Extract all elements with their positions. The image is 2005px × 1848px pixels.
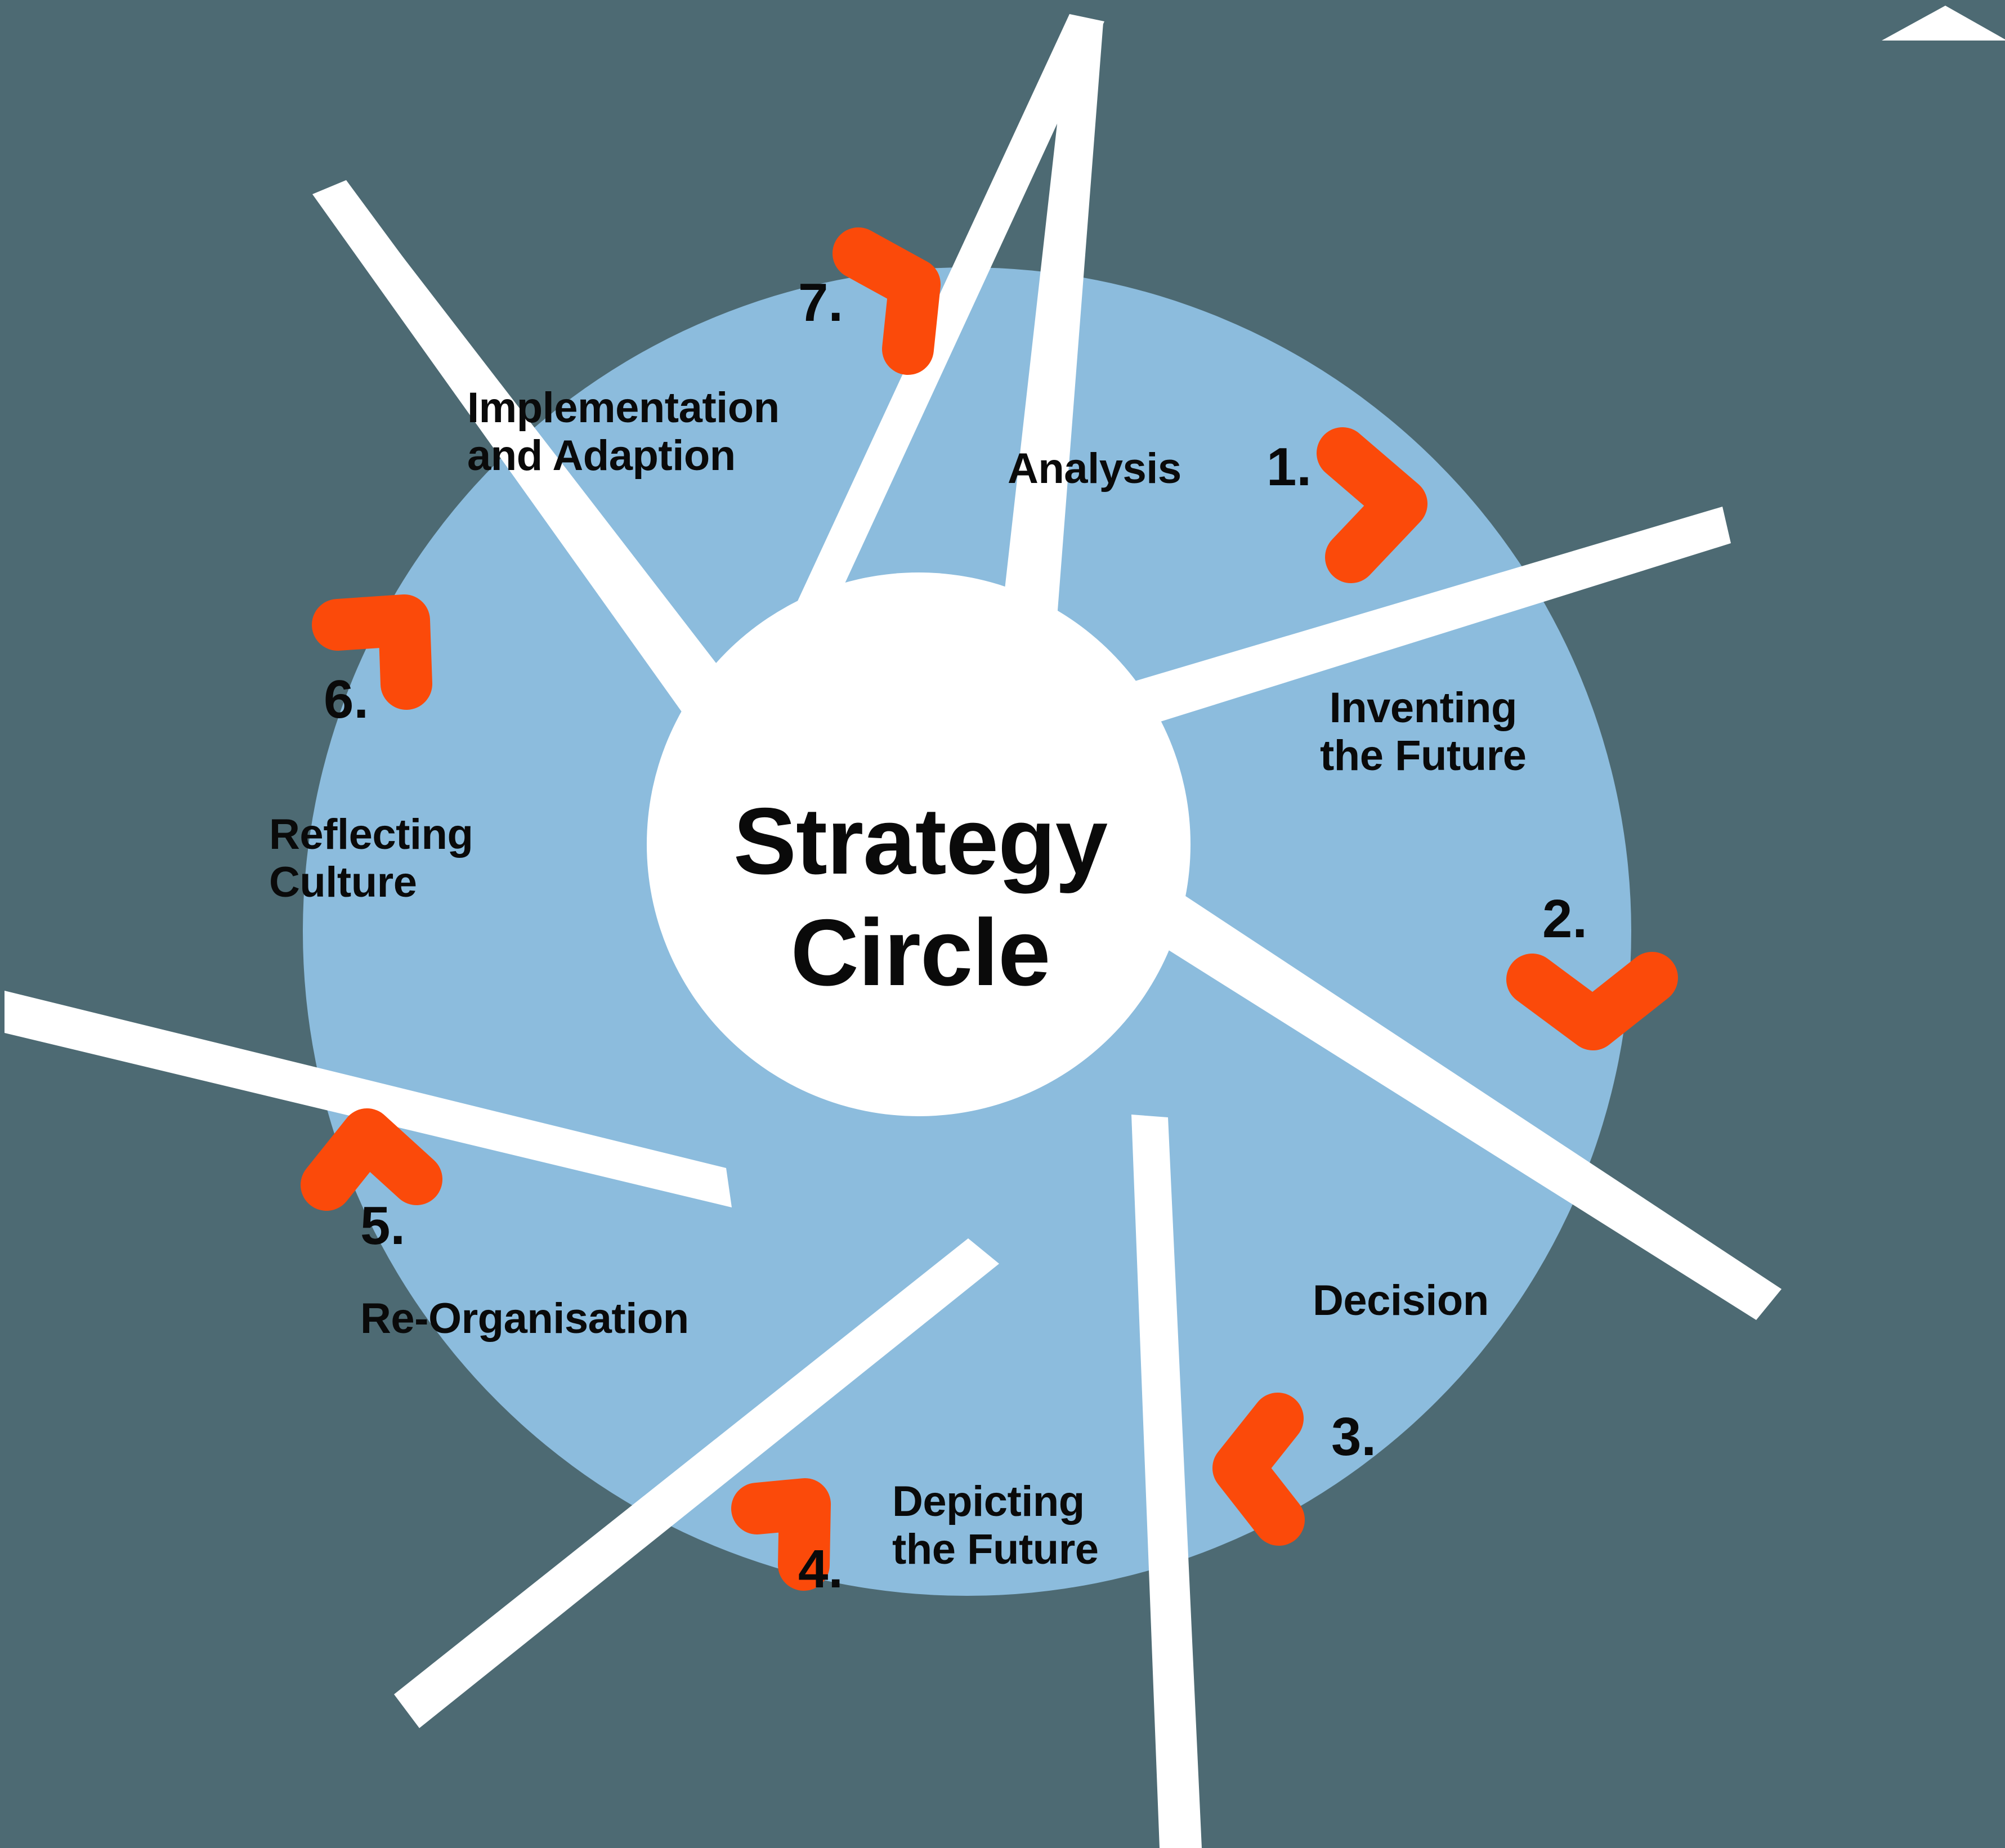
chevron-down-icon xyxy=(1506,952,1678,1050)
blade-4 xyxy=(1131,1115,1202,1848)
chevron-up-icon xyxy=(301,1108,442,1211)
step-label-re-organisation: Re-Organisation xyxy=(360,1295,689,1343)
blade-6 xyxy=(5,991,732,1207)
step-number-5: 5. xyxy=(360,1196,406,1256)
blade-8 xyxy=(768,14,1104,670)
step-label-analysis: Analysis xyxy=(1008,445,1181,493)
chevron-up-left-icon xyxy=(731,1478,831,1591)
blade-9 xyxy=(315,181,743,712)
step-number-6: 6. xyxy=(324,669,369,730)
blade-5 xyxy=(394,1238,999,1728)
center-title: Strategy xyxy=(733,788,1108,894)
blade-3 xyxy=(1126,870,1782,1320)
step-number-3: 3. xyxy=(1331,1407,1377,1467)
step-label-reflecting-culture: Reflecting Culture xyxy=(269,811,473,907)
step-number-2: 2. xyxy=(1542,889,1588,949)
chevron-right-icon xyxy=(1317,427,1427,583)
blade-1 xyxy=(996,14,1103,675)
step-label-inventing-the-future: Inventing the Future xyxy=(1320,684,1527,780)
step-label-depicting-the-future: Depicting the Future xyxy=(892,1478,1099,1574)
step-label-decision: Decision xyxy=(1313,1277,1489,1325)
step-number-7: 7. xyxy=(798,272,844,333)
center-hub-circle xyxy=(647,572,1191,1116)
step-number-1: 1. xyxy=(1266,437,1312,497)
blade-2 xyxy=(1078,507,1731,743)
top-right-triangle-icon xyxy=(1882,6,2005,41)
step-label-implementation-and-adaption: Implementation and Adaption xyxy=(467,384,780,480)
chevron-down-right-icon xyxy=(312,594,432,710)
chevron-down-left-icon xyxy=(833,227,941,375)
aperture-blades-secondary xyxy=(315,181,743,712)
step-number-4: 4. xyxy=(798,1539,844,1599)
chevron-left-icon xyxy=(1212,1393,1305,1546)
step-chevrons xyxy=(301,227,1678,1591)
center-title-second-line: Circle xyxy=(790,900,1051,1005)
